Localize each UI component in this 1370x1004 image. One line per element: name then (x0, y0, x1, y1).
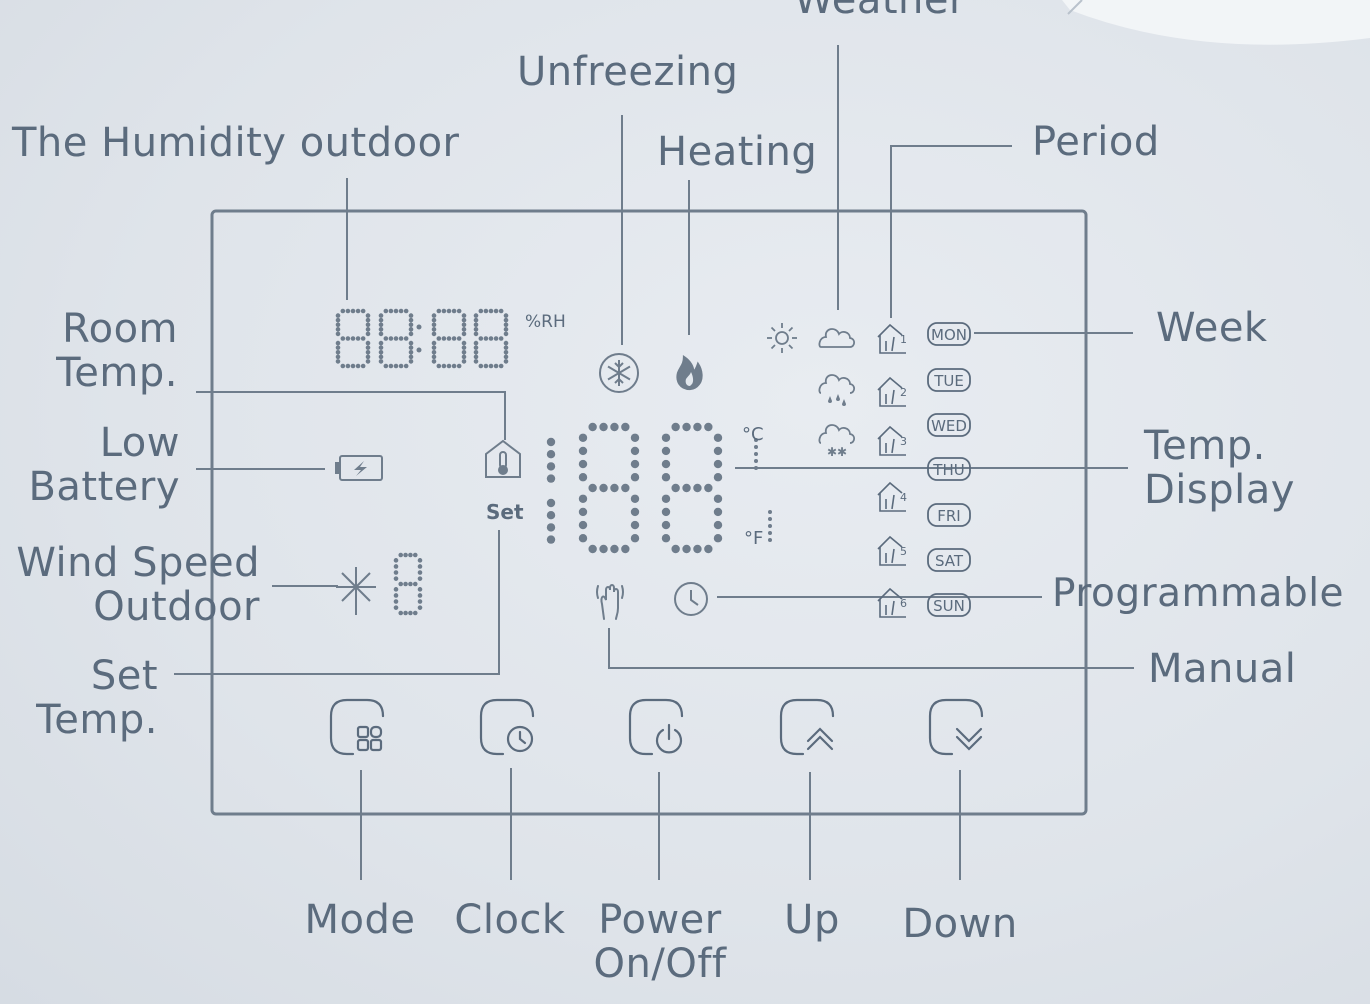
label-down: Down (902, 901, 1018, 947)
label-temp-display: Temp. Display (1144, 423, 1295, 513)
snowflake-icon (599, 353, 639, 393)
week-day-badges: MON TUE WED THU FRI SAT SUN (927, 322, 971, 617)
temperature-digits (546, 422, 723, 554)
label-weather: Weather (794, 0, 966, 23)
leader-lines (174, 45, 1134, 880)
period-5-icon: 5 (877, 535, 907, 566)
svg-text:6: 6 (900, 597, 907, 610)
set-indicator: Set (486, 500, 524, 524)
label-room-temp: Room Temp. (56, 306, 178, 396)
svg-text:1: 1 (900, 333, 907, 346)
label-wind-speed: Wind Speed Outdoor (16, 540, 260, 630)
svg-text:4: 4 (900, 491, 907, 504)
mode-grid-icon (356, 725, 383, 752)
label-up: Up (784, 897, 840, 943)
thermostat-screen (210, 209, 1088, 816)
period-2-icon: 2 (877, 376, 907, 407)
label-set-temp: Set Temp. (36, 653, 158, 743)
label-humidity: The Humidity outdoor (12, 120, 460, 166)
period-3-icon: 3 (877, 425, 907, 456)
svg-text:SUN: SUN (933, 597, 965, 615)
sun-icon (767, 323, 797, 353)
chevron-down-button[interactable] (928, 698, 984, 756)
day-mon-badge: MON (927, 322, 971, 346)
chevron-up-button[interactable] (779, 698, 835, 756)
clock-button[interactable] (479, 698, 535, 756)
chevron-down-icon (955, 727, 983, 751)
cloud-icon (818, 328, 856, 348)
period-4-icon: 4 (877, 481, 907, 512)
svg-text:2: 2 (900, 386, 907, 399)
home-thermometer-icon (485, 439, 521, 478)
svg-text:SAT: SAT (935, 552, 964, 570)
rain-cloud-icon (818, 374, 856, 406)
label-unfreezing: Unfreezing (517, 49, 739, 95)
svg-text:3: 3 (900, 435, 907, 448)
manual-hand-icon (596, 584, 624, 620)
mode-grid-button[interactable] (329, 698, 385, 756)
snow-cloud-icon: ✱✱ (818, 424, 856, 459)
humidity-digits (335, 308, 509, 369)
label-week: Week (1156, 305, 1268, 351)
svg-text:THU: THU (932, 461, 964, 479)
day-sat-badge: SAT (927, 548, 971, 572)
flame-icon (676, 354, 703, 391)
chevron-up-icon (806, 727, 834, 751)
label-clock: Clock (454, 897, 566, 943)
label-low-battery: Low Battery (28, 420, 180, 510)
unit-indicators (754, 438, 772, 542)
svg-text:✱✱: ✱✱ (827, 445, 847, 459)
label-heating: Heating (657, 129, 818, 175)
svg-text:MON: MON (931, 326, 967, 344)
svg-text:WED: WED (931, 417, 967, 435)
celsius-indicator: °C (742, 424, 764, 445)
wind-icon (336, 567, 376, 615)
day-fri-badge: FRI (927, 503, 971, 527)
rh-unit: %RH (525, 312, 566, 332)
day-sun-badge: SUN (927, 593, 971, 617)
label-manual: Manual (1148, 646, 1297, 692)
label-programmable: Programmable (1052, 571, 1345, 616)
period-6-icon: 6 (877, 587, 907, 618)
clock-icon (506, 725, 534, 753)
label-mode: Mode (304, 897, 416, 943)
period-1-icon: 1 (877, 323, 907, 354)
label-period: Period (1032, 119, 1160, 165)
day-wed-badge: WED (927, 413, 971, 437)
clock-icon (674, 582, 708, 616)
power-button[interactable] (628, 698, 684, 756)
fahrenheit-indicator: °F (744, 528, 764, 549)
day-tue-badge: TUE (927, 368, 971, 392)
battery-low-icon (335, 455, 383, 481)
svg-text:FRI: FRI (937, 507, 960, 525)
label-power: Power On/Off (593, 897, 727, 987)
svg-text:5: 5 (900, 545, 907, 558)
wind-speed-digit (393, 552, 423, 616)
svg-text:TUE: TUE (933, 372, 964, 390)
period-icons: 1 2 3 4 5 6 (877, 323, 907, 618)
day-thu-badge: THU (927, 457, 971, 481)
power-icon (655, 723, 683, 754)
